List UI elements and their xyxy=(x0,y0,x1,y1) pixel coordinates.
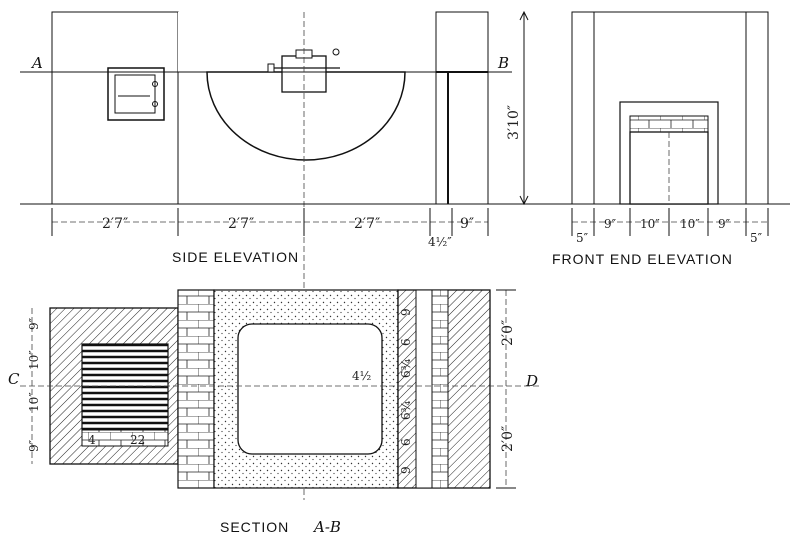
caption-side-elevation: SIDE ELEVATION xyxy=(172,249,299,265)
boiler-shell xyxy=(206,71,406,161)
boiler-chamber xyxy=(237,323,383,455)
center-dim: 4½ xyxy=(352,369,371,383)
side-dim-5: 9″ xyxy=(460,216,474,232)
caption-front-end-elevation: FRONT END ELEVATION xyxy=(552,251,733,267)
marker-d: D xyxy=(525,372,538,390)
side-dim-1: 2′7″ xyxy=(102,216,128,232)
side-dim-3: 2′7″ xyxy=(354,216,380,232)
right-small-3: 6¾ xyxy=(399,358,413,378)
right-brick-pier xyxy=(435,11,489,205)
side-elevation: A B 2′7″ 2′7″ 2′7″ 4½″ 9″ 3′10″ SIDE ELE… xyxy=(20,10,790,500)
front-dim-2: 9″ xyxy=(604,217,617,231)
front-dim-6: 5″ xyxy=(750,231,763,245)
height-dim: 3′10″ xyxy=(506,105,522,140)
front-dim-4: 10″ xyxy=(680,217,700,231)
right-small-2: 6 xyxy=(399,338,413,346)
front-end-elevation: 5″ 9″ 10″ 10″ 9″ 5″ FRONT END ELEVATION xyxy=(552,11,769,267)
marker-b: B xyxy=(497,54,509,72)
right-dim-2: 2′0″ xyxy=(500,426,516,452)
front-dimension-line xyxy=(571,208,769,236)
right-small-5: 6 xyxy=(399,438,413,446)
caption-section: SECTION xyxy=(220,519,289,535)
left-dim-2: 10″ xyxy=(27,350,41,370)
right-dim-1: 2′0″ xyxy=(500,320,516,346)
right-small-4: 6¾ xyxy=(399,400,413,420)
side-dimension-line xyxy=(51,208,489,236)
grate-dim: 22 xyxy=(130,433,145,447)
front-dim-3: 10″ xyxy=(640,217,660,231)
side-dim-4: 4½″ xyxy=(428,235,452,249)
left-dim-1: 9″ xyxy=(27,317,41,330)
front-arch-opening xyxy=(619,101,719,205)
right-small-1: 9 xyxy=(399,308,413,316)
right-small-6: 9 xyxy=(399,466,413,474)
left-dim-3: 10″ xyxy=(27,392,41,412)
marker-c: C xyxy=(8,370,20,388)
side-dim-2: 2′7″ xyxy=(228,216,254,232)
caption-section-letters: A-B xyxy=(312,518,341,536)
grate-dim-small: 4 xyxy=(88,433,96,447)
marker-a: A xyxy=(30,54,43,72)
left-dim-4: 9″ xyxy=(27,439,41,452)
firebox-grate xyxy=(81,343,169,431)
furnace-door xyxy=(107,67,165,121)
front-dim-1: 5″ xyxy=(576,231,589,245)
section-ab: 22 4 9″ 10″ 10″ 9″ C 4½ 9 6 6¾ 6¾ 6 9 D … xyxy=(8,289,540,536)
front-dim-5: 9″ xyxy=(718,217,731,231)
